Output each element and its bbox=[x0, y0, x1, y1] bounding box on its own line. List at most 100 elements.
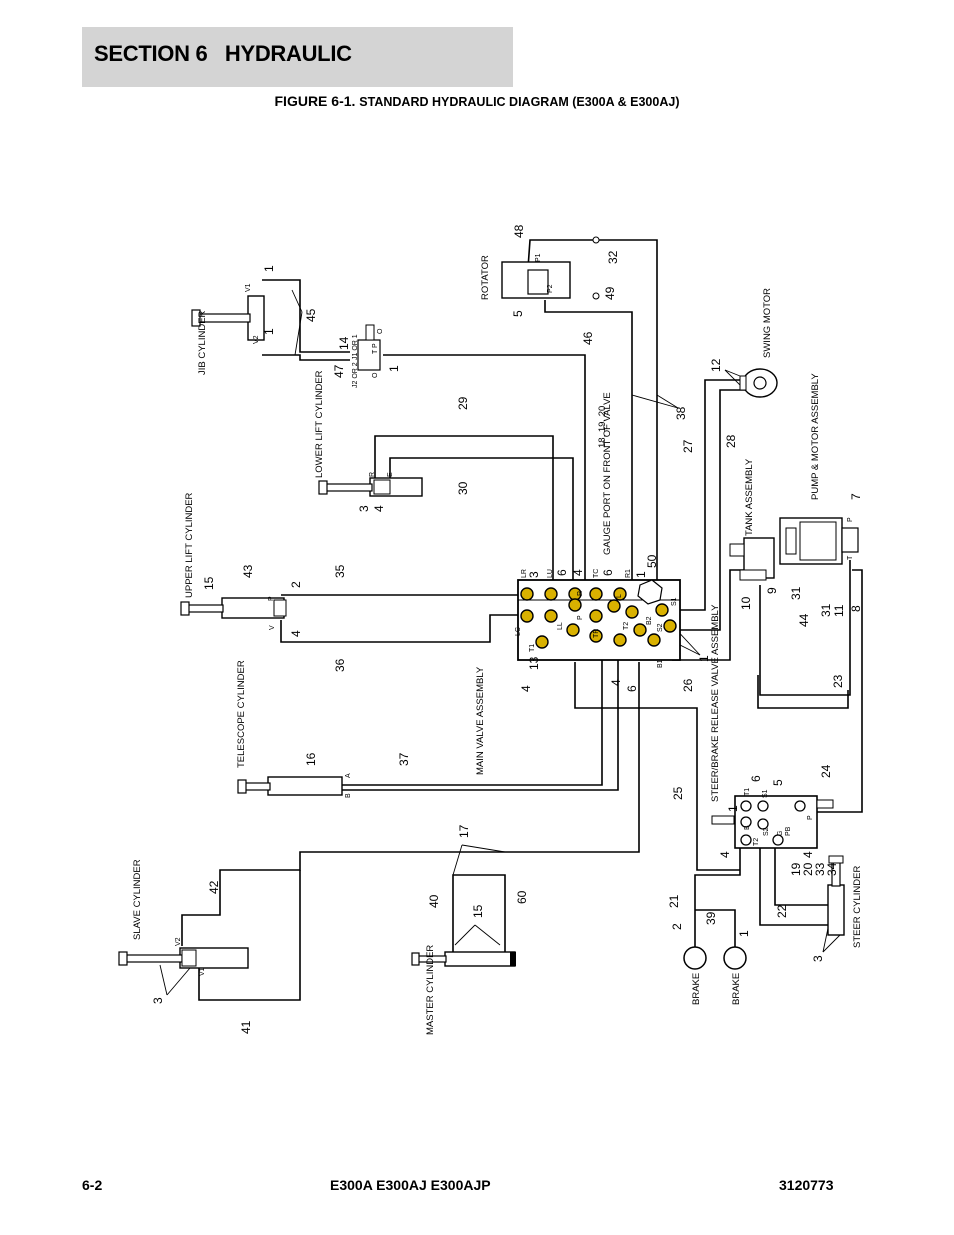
line-23 bbox=[757, 675, 849, 709]
label-jib-cylinder: JIB CYLINDER bbox=[197, 310, 208, 375]
line-36 bbox=[280, 614, 520, 643]
port-b-steer: B bbox=[744, 825, 751, 830]
port-t2-steer: T2 bbox=[753, 838, 760, 846]
leader-38a bbox=[631, 394, 679, 409]
port-e-lower: E bbox=[387, 472, 394, 477]
callout: 1 bbox=[387, 365, 401, 372]
port-r-main: R bbox=[577, 591, 584, 596]
callout: 12 bbox=[709, 358, 723, 372]
line-swing-27 bbox=[672, 379, 740, 611]
jib-cylinder bbox=[191, 295, 265, 341]
upper-lift-cylinder bbox=[180, 597, 287, 619]
callout: 48 bbox=[512, 224, 526, 238]
callout: 1 bbox=[262, 328, 276, 335]
port-ll: LL bbox=[557, 622, 564, 630]
label-pump-motor: PUMP & MOTOR ASSEMBLY bbox=[810, 373, 821, 500]
port-o-jib: O bbox=[377, 328, 384, 334]
port-r1: R1 bbox=[625, 569, 632, 578]
leader-3a bbox=[159, 964, 168, 996]
port-b-tele: B bbox=[345, 793, 352, 798]
callout: 32 bbox=[606, 250, 620, 264]
callout: 3 bbox=[811, 955, 825, 962]
section-title: SECTION 6 HYDRAULIC bbox=[94, 41, 352, 66]
leader-17a bbox=[452, 844, 463, 876]
line-37a bbox=[342, 630, 603, 786]
figure-title: FIGURE 6-1. STANDARD HYDRAULIC DIAGRAM (… bbox=[0, 93, 954, 109]
callout: 26 bbox=[681, 678, 695, 692]
callout: 16 bbox=[304, 752, 318, 766]
line-swing-28 bbox=[672, 389, 745, 631]
callout: 14 bbox=[337, 336, 351, 350]
leader-45b bbox=[294, 311, 303, 356]
port-j2: J2 OR 2 bbox=[352, 362, 359, 388]
callout: 24 bbox=[819, 764, 833, 778]
main-valve-block bbox=[517, 579, 681, 661]
callout: 29 bbox=[456, 396, 470, 410]
callout: 1 bbox=[697, 655, 711, 662]
callout: 4 bbox=[372, 505, 386, 512]
callout: 33 bbox=[813, 862, 827, 876]
line-42 bbox=[181, 662, 640, 946]
component-labels: JIB CYLINDER ROTATOR LOWER LIFT CYLINDER… bbox=[132, 255, 863, 1035]
callout: 1 bbox=[726, 805, 740, 812]
section-header-band bbox=[82, 27, 513, 87]
label-rotator: ROTATOR bbox=[480, 255, 491, 300]
callout: 8 bbox=[849, 605, 863, 612]
callout: 45 bbox=[304, 308, 318, 322]
port-p-upper: P bbox=[268, 596, 275, 601]
callout: 34 bbox=[825, 862, 839, 876]
label-tank: TANK ASSEMBLY bbox=[744, 458, 755, 536]
port-p-main: P bbox=[577, 615, 584, 620]
slave-cylinder bbox=[118, 947, 249, 969]
label-steer-brake: STEER/BRAKE RELEASE VALVE ASSEMBLY bbox=[710, 604, 721, 802]
line-24 bbox=[815, 569, 863, 813]
line-22a bbox=[759, 848, 833, 926]
callout: 3 bbox=[151, 997, 165, 1004]
port-g-steer: G bbox=[777, 831, 784, 836]
steer-brake-valve bbox=[711, 795, 834, 849]
brake-right bbox=[723, 946, 747, 970]
line-17 bbox=[452, 874, 506, 955]
port-t-jib: T bbox=[372, 349, 379, 354]
callout: 4 bbox=[718, 851, 732, 858]
callout: 11 bbox=[832, 604, 846, 617]
label-brake-right: BRAKE bbox=[731, 973, 742, 1005]
port-lu: LU bbox=[547, 569, 554, 578]
callout: 22 bbox=[775, 904, 789, 918]
callout: 15 bbox=[471, 904, 485, 918]
callout: 17 bbox=[457, 824, 471, 838]
line-41 bbox=[198, 870, 301, 1001]
callout: 21 bbox=[667, 894, 681, 908]
callout: 19 bbox=[789, 862, 803, 876]
brake-left bbox=[683, 946, 707, 970]
label-gauge-port: GAUGE PORT ON FRONT OF VALVE bbox=[602, 392, 613, 555]
callout: 28 bbox=[724, 434, 738, 448]
callout-numbers: 1 1 45 14 47 1 48 32 5 49 46 29 30 3 4 1… bbox=[151, 224, 863, 1034]
line-26 bbox=[574, 662, 740, 871]
line-29 bbox=[374, 435, 554, 582]
label-brake-left: BRAKE bbox=[691, 973, 702, 1005]
callout: 2 bbox=[289, 581, 303, 588]
port-p-steer: P bbox=[807, 815, 814, 820]
jib-valve bbox=[357, 324, 381, 371]
port-v1-slave: V1 bbox=[199, 967, 206, 976]
leader-45a bbox=[291, 289, 303, 313]
callout: 46 bbox=[581, 331, 595, 345]
line-tank bbox=[672, 569, 745, 661]
callout: 31 bbox=[819, 603, 833, 617]
callout: 36 bbox=[333, 658, 347, 672]
line-45-upper bbox=[262, 279, 350, 353]
port-s2-main: S2 bbox=[657, 623, 664, 632]
callout: 60 bbox=[515, 890, 529, 904]
port-v2-jib: V2 bbox=[253, 335, 260, 344]
callout: 2 bbox=[670, 923, 684, 930]
figure-description: STANDARD HYDRAULIC DIAGRAM (E300A & E300… bbox=[359, 95, 680, 109]
footer-doc-number: 3120773 bbox=[779, 1177, 834, 1193]
label-swing-motor: SWING MOTOR bbox=[762, 288, 773, 358]
port-t1-steer: T1 bbox=[744, 788, 751, 796]
label-steer-cylinder: STEER CYLINDER bbox=[852, 866, 863, 948]
callout: 41 bbox=[239, 1020, 253, 1034]
port-r-lower: R bbox=[369, 472, 376, 477]
leader-38b bbox=[656, 394, 679, 409]
